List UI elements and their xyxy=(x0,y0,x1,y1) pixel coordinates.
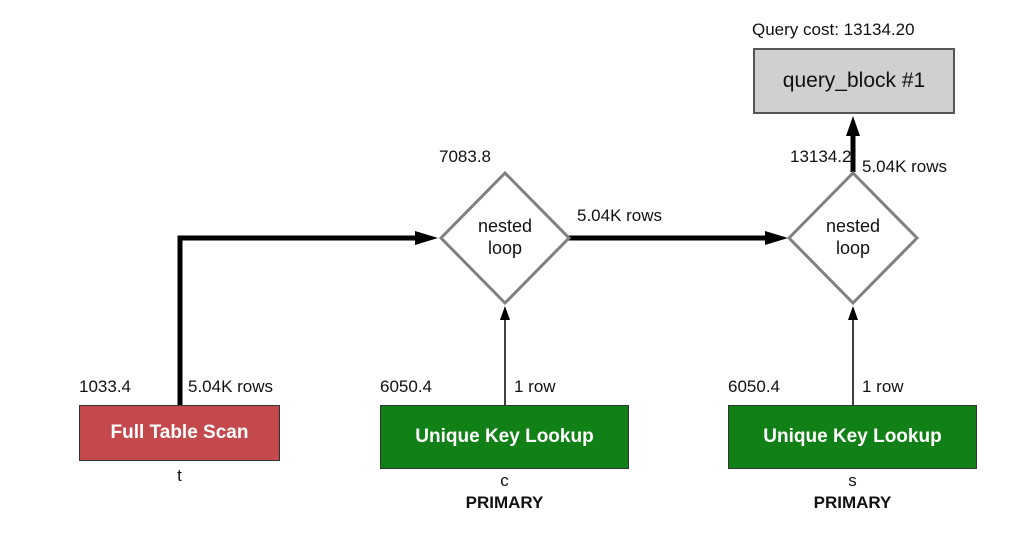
table-scan-rows: 5.04K rows xyxy=(188,377,274,396)
nested-loop-diamond-2 xyxy=(786,170,920,306)
query-cost-label: Query cost: 13134.20 xyxy=(752,20,915,39)
table-scan-table-name: t xyxy=(177,466,182,485)
nested-loop-2-label-line2: loop xyxy=(835,238,871,258)
unique-key-lookup-s-node[interactable]: Unique Key Lookup xyxy=(728,405,977,469)
lookup-c-cost: 6050.4 xyxy=(380,377,432,396)
query-block-label: query_block #1 xyxy=(782,69,926,92)
unique-key-lookup-c-node[interactable]: Unique Key Lookup xyxy=(380,405,629,469)
nested-loop-1-label-line2: loop xyxy=(487,238,523,258)
lookup-s-rows: 1 row xyxy=(862,377,904,396)
nested-loop-1-cost: 7083.8 xyxy=(439,147,491,166)
nested-loop-2-output-rows: 5.04K rows xyxy=(862,157,948,177)
nested-loop-1-output-rows: 5.04K rows xyxy=(577,206,663,225)
unique-key-lookup-s-label: Unique Key Lookup xyxy=(763,426,942,447)
edge-table-scan-to-loop1 xyxy=(177,235,425,405)
lookup-c-key-name: PRIMARY xyxy=(465,493,544,512)
lookup-s-cost: 6050.4 xyxy=(728,377,780,396)
nested-loop-1-label-line1: nested xyxy=(477,216,533,236)
nested-loop-2-label-line1: nested xyxy=(825,216,881,236)
full-table-scan-label: Full Table Scan xyxy=(110,422,249,443)
lookup-s-table-name: s xyxy=(848,471,857,490)
unique-key-lookup-c-label: Unique Key Lookup xyxy=(415,426,594,447)
lookup-s-key-name: PRIMARY xyxy=(813,493,892,512)
nested-loop-2-cost: 13134.2 xyxy=(790,147,852,166)
full-table-scan-node[interactable]: Full Table Scan xyxy=(79,405,280,461)
nested-loop-1-label[interactable]: nested loop xyxy=(460,215,550,259)
nested-loop-2-label[interactable]: nested loop xyxy=(808,215,898,259)
lookup-c-rows: 1 row xyxy=(514,377,556,396)
table-scan-cost: 1033.4 xyxy=(79,377,131,396)
nested-loop-diamond-1 xyxy=(438,170,572,306)
query-block-node[interactable]: query_block #1 xyxy=(753,48,955,114)
lookup-c-table-name: c xyxy=(500,471,509,490)
